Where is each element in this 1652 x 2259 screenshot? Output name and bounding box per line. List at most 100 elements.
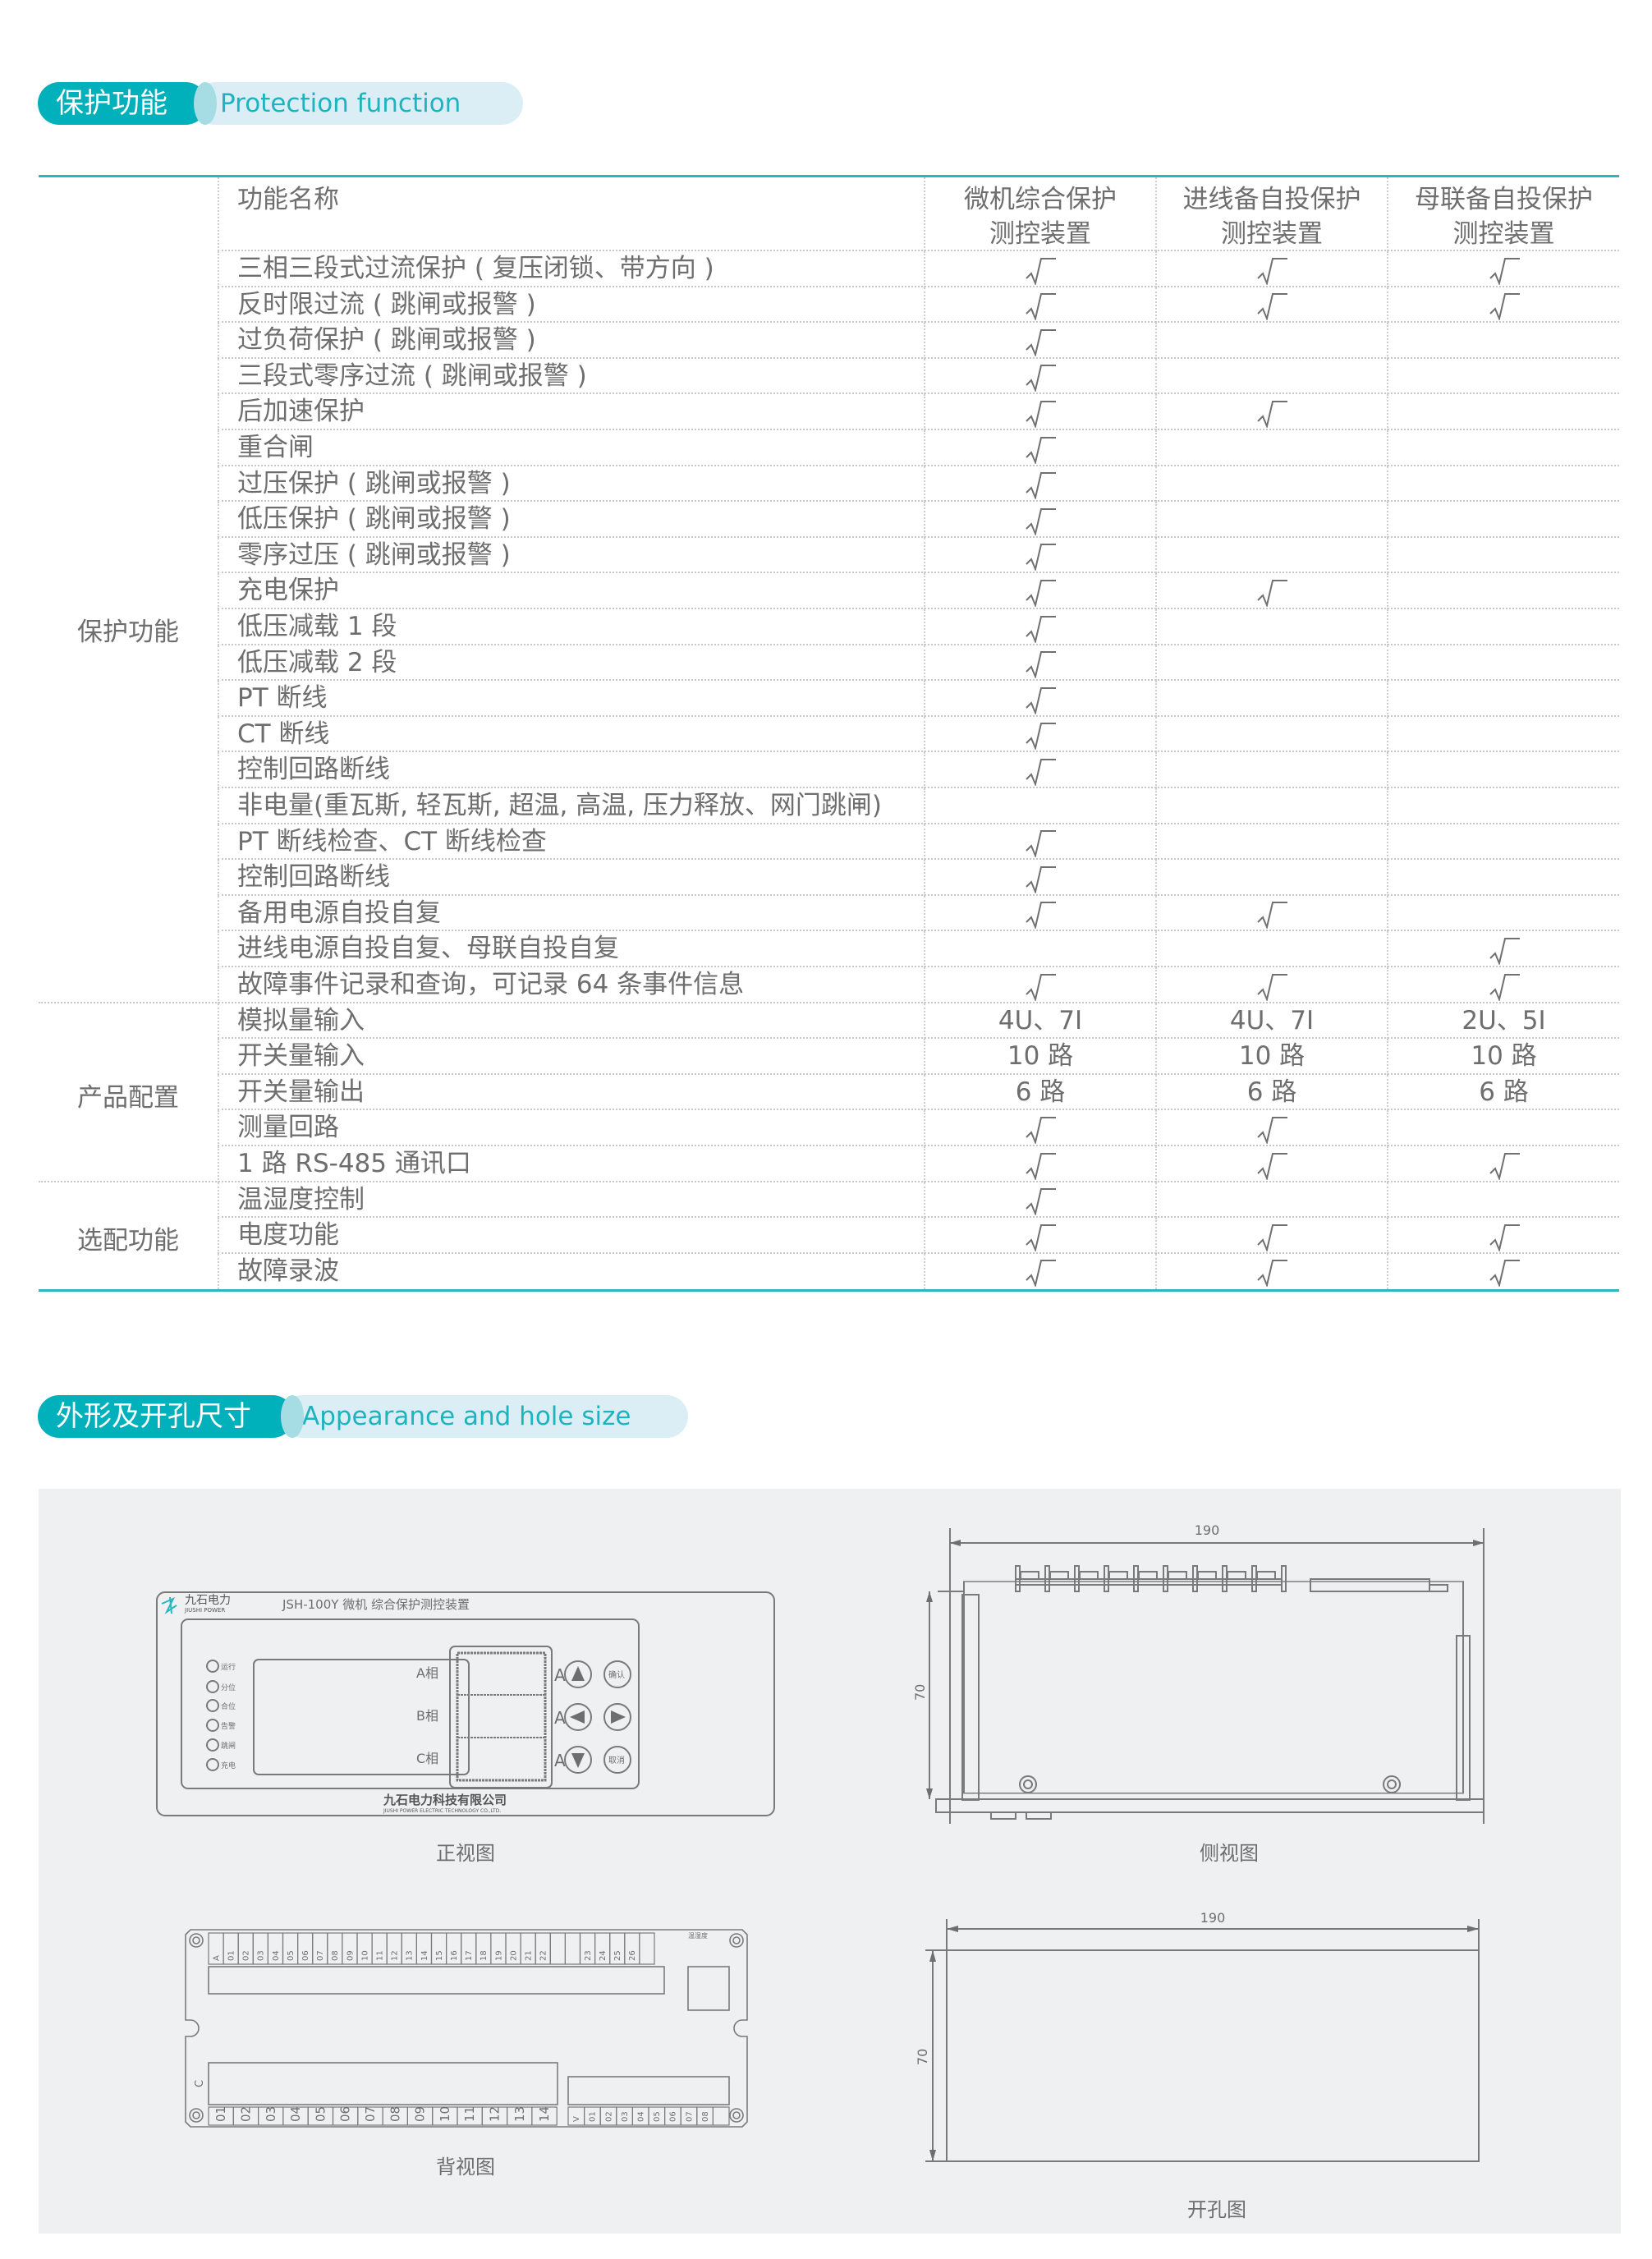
function-name: 控制回路断线 xyxy=(218,860,924,896)
col3-value: 6 路 xyxy=(1387,1074,1619,1111)
check-mark-icon xyxy=(1255,1257,1289,1288)
col3-value xyxy=(1387,752,1619,788)
col1-value xyxy=(924,824,1155,861)
table-row: 过压保护 ( 跳闸或报警 ) xyxy=(218,466,1619,503)
col3-value: 2U、5I xyxy=(1387,1003,1619,1040)
svg-text:01: 01 xyxy=(227,1950,236,1961)
col2-value xyxy=(1155,287,1387,324)
svg-text:22: 22 xyxy=(539,1950,548,1961)
col2-value xyxy=(1155,609,1387,645)
col1-value xyxy=(924,860,1155,896)
svg-text:04: 04 xyxy=(637,2111,646,2122)
svg-text:20: 20 xyxy=(509,1950,518,1961)
table-row: 控制回路断线 xyxy=(218,752,1619,788)
svg-text:温湿度: 温湿度 xyxy=(688,1931,708,1940)
col3-value xyxy=(1387,1253,1619,1290)
col3-value xyxy=(1387,1218,1619,1254)
col3-value xyxy=(1387,537,1619,574)
col3-value xyxy=(1387,466,1619,503)
svg-text:06: 06 xyxy=(338,2106,353,2122)
check-mark-icon xyxy=(1023,577,1058,607)
svg-text:A: A xyxy=(554,1708,566,1728)
function-name: CT 断线 xyxy=(218,716,924,753)
check-mark-icon xyxy=(1023,1222,1058,1251)
svg-text:26: 26 xyxy=(628,1950,637,1961)
col2-value xyxy=(1155,430,1387,466)
col2-value xyxy=(1155,1218,1387,1254)
svg-text:19: 19 xyxy=(494,1950,503,1961)
check-mark-icon xyxy=(1487,935,1521,965)
svg-text:03: 03 xyxy=(257,1950,266,1961)
function-name: 开关量输入 xyxy=(218,1039,924,1075)
check-mark-icon xyxy=(1023,864,1058,893)
svg-text:13: 13 xyxy=(512,2106,527,2122)
svg-text:18: 18 xyxy=(480,1950,489,1961)
svg-text:A: A xyxy=(554,1665,566,1685)
col2-value xyxy=(1155,752,1387,788)
table-row: 过负荷保护 ( 跳闸或报警 ) xyxy=(218,323,1619,359)
check-mark-icon xyxy=(1023,613,1058,643)
function-name: 开关量输出 xyxy=(218,1074,924,1111)
col2-value xyxy=(1155,466,1387,503)
function-name: PT 断线检查、CT 断线检查 xyxy=(218,824,924,861)
table-row: CT 断线 xyxy=(218,716,1619,753)
function-name: 过负荷保护 ( 跳闸或报警 ) xyxy=(218,323,924,359)
check-mark-icon xyxy=(1255,291,1289,321)
col3-value xyxy=(1387,1146,1619,1182)
col3-value xyxy=(1387,394,1619,430)
function-name: PT 断线 xyxy=(218,681,924,717)
check-mark-icon xyxy=(1255,398,1289,428)
check-mark-icon xyxy=(1487,291,1521,321)
table-top-rule xyxy=(39,175,1619,177)
col1-value xyxy=(924,716,1155,753)
svg-text:08: 08 xyxy=(701,2111,710,2122)
svg-text:合位: 合位 xyxy=(221,1701,236,1711)
svg-text:JIUSHI POWER ELECTRIC TECHNOLO: JIUSHI POWER ELECTRIC TECHNOLOGY CO.,LTD… xyxy=(383,1808,501,1814)
col3-value xyxy=(1387,323,1619,359)
check-mark-icon xyxy=(1023,1257,1058,1288)
col3-value xyxy=(1387,287,1619,324)
check-mark-icon xyxy=(1023,720,1058,751)
col2-value xyxy=(1155,645,1387,682)
function-name: 低压减载 2 段 xyxy=(218,645,924,682)
check-mark-icon xyxy=(1023,398,1058,428)
col2-value xyxy=(1155,251,1387,287)
svg-text:25: 25 xyxy=(613,1950,622,1961)
section-header-en-pill xyxy=(194,82,523,125)
col1-value xyxy=(924,1253,1155,1290)
check-mark-icon xyxy=(1023,362,1058,393)
col3-value xyxy=(1387,824,1619,861)
svg-text:05: 05 xyxy=(287,1950,296,1961)
col1-value xyxy=(924,895,1155,932)
col2-value xyxy=(1155,394,1387,430)
check-mark-icon xyxy=(1023,291,1058,321)
svg-text:08: 08 xyxy=(388,2106,402,2122)
side-view-drawing: 190 70 xyxy=(913,1512,1496,1824)
svg-text:15: 15 xyxy=(435,1950,444,1961)
col3-value xyxy=(1387,502,1619,538)
svg-text:02: 02 xyxy=(604,2111,613,2122)
function-name: 电度功能 xyxy=(218,1218,924,1254)
svg-text:C相: C相 xyxy=(416,1751,438,1766)
col3-value xyxy=(1387,430,1619,466)
svg-text:九石电力: 九石电力 xyxy=(185,1594,231,1607)
group-label: 选配功能 xyxy=(77,1226,179,1256)
col1-value xyxy=(924,430,1155,466)
check-mark-icon xyxy=(1023,470,1058,500)
table-row: 故障事件记录和查询，可记录 64 条事件信息 xyxy=(218,967,1619,1003)
table-row: 备用电源自投自复 xyxy=(218,895,1619,932)
section-title-zh: 外形及开孔尺寸 xyxy=(38,1395,294,1438)
svg-text:190: 190 xyxy=(1200,1910,1226,1926)
svg-text:01: 01 xyxy=(213,2106,228,2122)
table-row: 三相三段式过流保护 ( 复压闭锁、带方向 ) xyxy=(218,251,1619,287)
col2-value xyxy=(1155,323,1387,359)
col2-value: 10 路 xyxy=(1155,1039,1387,1075)
col1-value xyxy=(924,466,1155,503)
table-row: 控制回路断线 xyxy=(218,860,1619,896)
col1-value xyxy=(924,752,1155,788)
svg-text:03: 03 xyxy=(264,2106,278,2122)
svg-text:07: 07 xyxy=(685,2111,694,2122)
pill-overlap xyxy=(194,82,217,125)
check-mark-icon xyxy=(1023,1150,1058,1180)
